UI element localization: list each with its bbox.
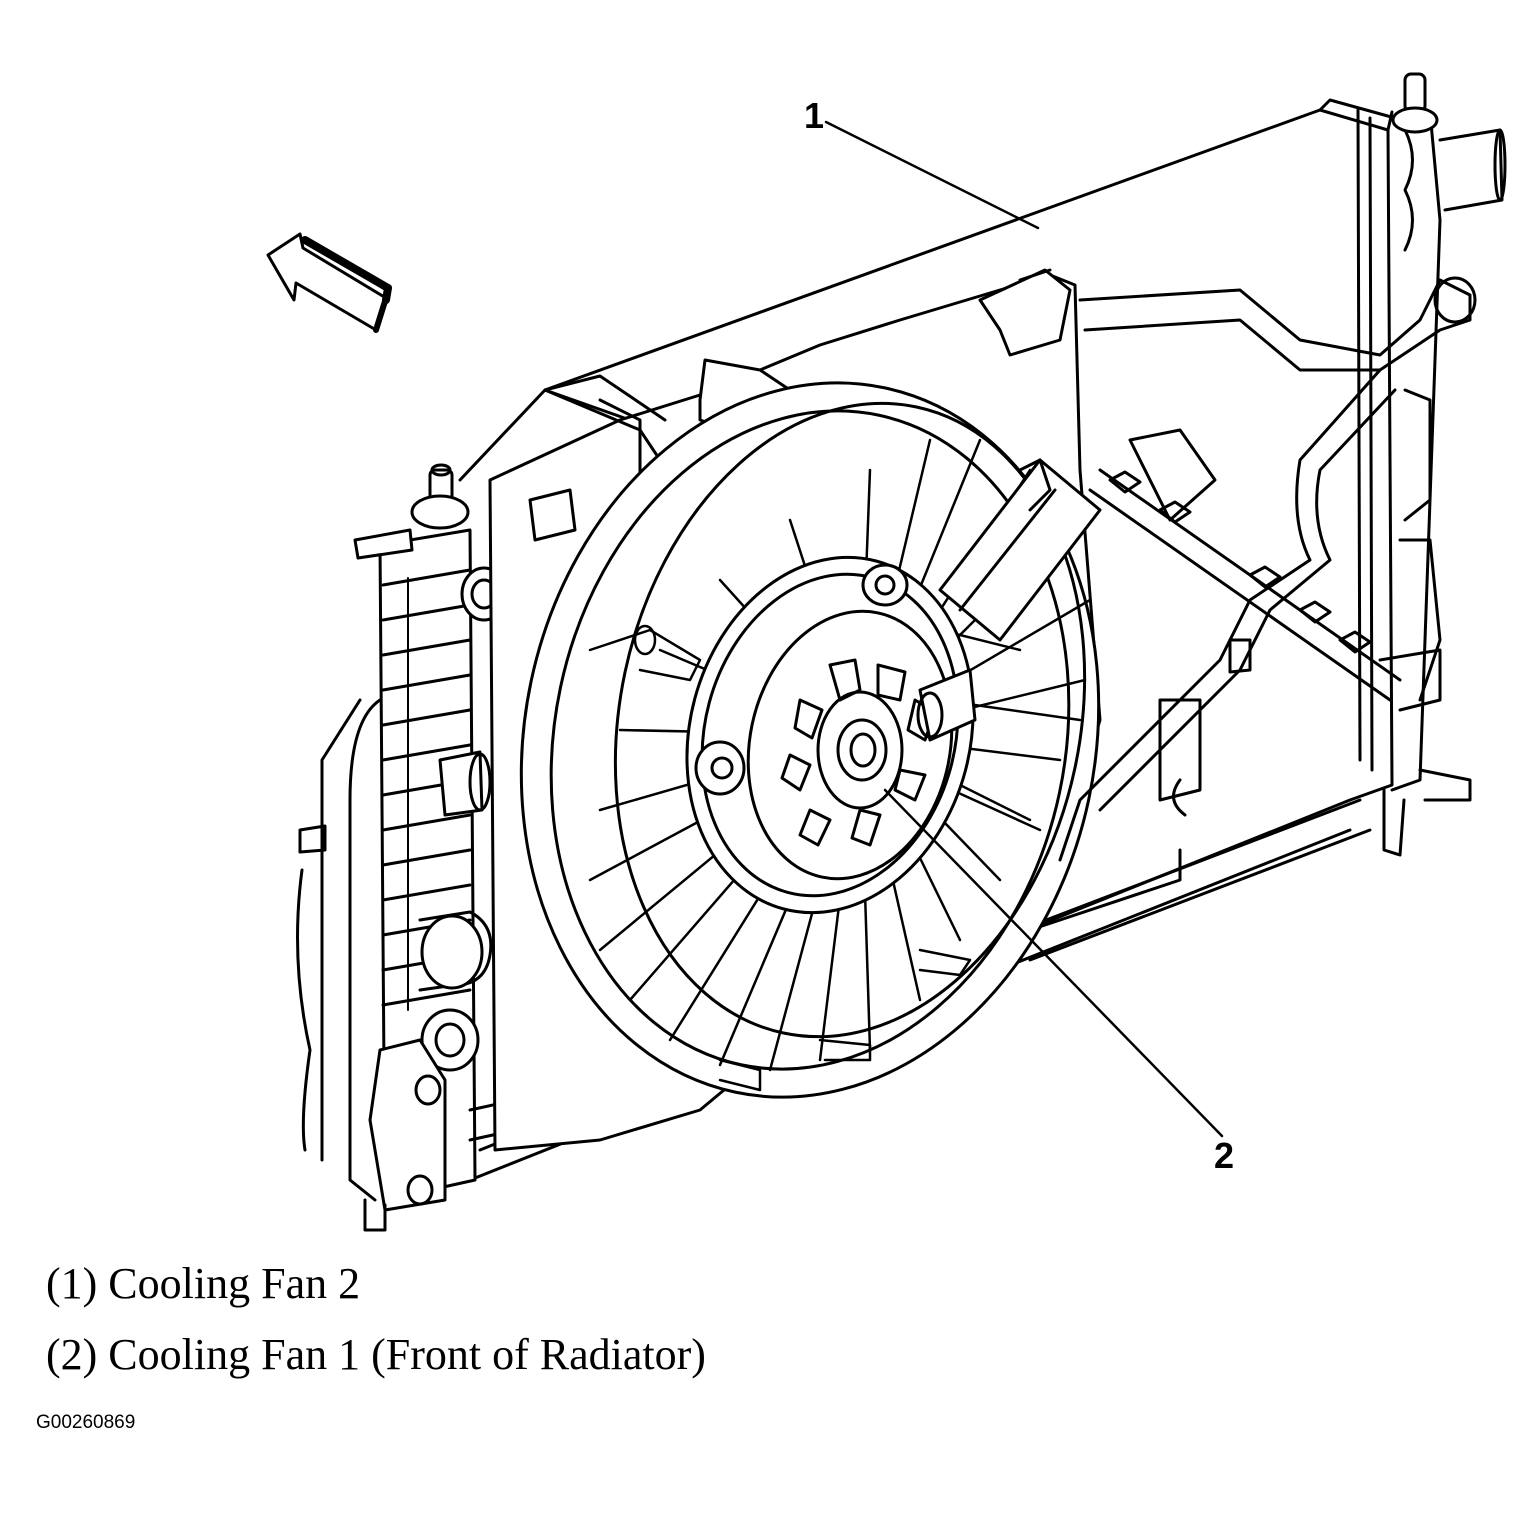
callout-number-1: 1 — [804, 95, 825, 136]
radiator-mount-frame — [1060, 278, 1475, 860]
radiator-fan-assembly-illustration — [0, 0, 1540, 1250]
left-radiator-tank — [298, 465, 507, 1230]
wiring-harness-connector — [940, 430, 1215, 640]
right-radiator-tank — [1384, 74, 1505, 855]
callout-number-2: 2 — [1214, 1135, 1235, 1176]
legend-item-2: (2) Cooling Fan 1 (Front of Radiator) — [46, 1330, 706, 1379]
callout-1-leader-line — [826, 122, 1038, 228]
fan-motor — [648, 525, 1012, 945]
callout-2-leader-line — [885, 790, 1222, 1136]
legend-item-1: (1) Cooling Fan 2 — [46, 1259, 361, 1308]
figure-id: G00260869 — [36, 1412, 136, 1433]
forward-arrow-icon — [268, 234, 388, 330]
